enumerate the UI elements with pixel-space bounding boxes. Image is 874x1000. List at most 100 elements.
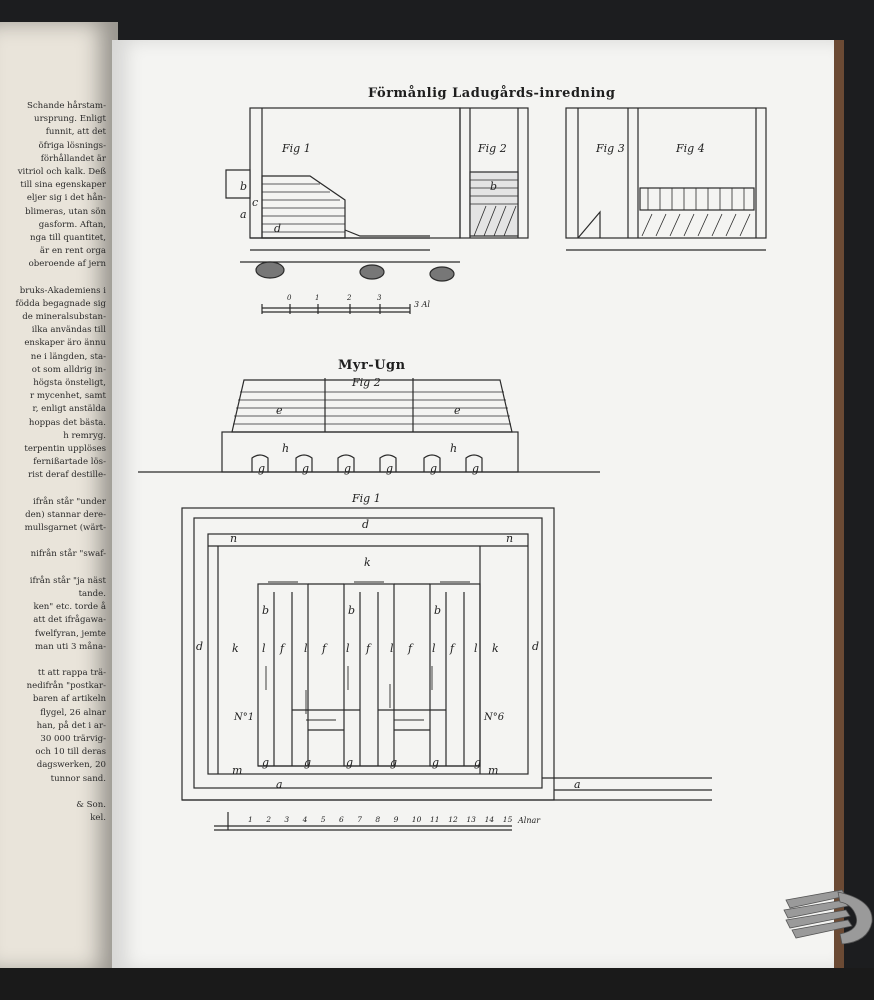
left-page-line: mullsgarnet (wärt- xyxy=(24,523,106,533)
left-page-line: ursprung. Enligt xyxy=(34,114,106,125)
letter-n-left: n xyxy=(230,532,238,545)
letter-f-4: f xyxy=(408,642,413,655)
scale-top-label: 3 Al xyxy=(414,300,430,309)
letter-m-right: m xyxy=(488,764,499,777)
left-page-line: terpentin upplöses xyxy=(24,443,106,454)
left-page-line: han, på det i ar- xyxy=(36,720,106,731)
left-page-line: bruks-Akademiens i xyxy=(19,285,106,296)
left-page-line: 30 000 trärvig- xyxy=(40,734,106,744)
left-page-line: ifrån står "under xyxy=(33,496,106,507)
letter-g-2: g xyxy=(302,462,310,475)
left-page-line: nga till quantitet, xyxy=(30,232,106,243)
letter-g-3: g xyxy=(344,462,352,475)
scale-bottom-tick: 15 xyxy=(502,815,513,824)
fig2-top-frame xyxy=(459,107,529,239)
fig-label-top-1: Fig 1 xyxy=(282,142,311,155)
left-page-line: är en rent orga xyxy=(39,246,106,257)
letter-d-top: d xyxy=(274,222,282,235)
left-page-line: vitriol och kalk. Deß xyxy=(17,166,106,177)
letter-c-top: c xyxy=(252,196,259,209)
letter-l-3: l xyxy=(346,642,350,655)
letter-l-6: l xyxy=(474,642,478,655)
left-page-line: tunnor sand. xyxy=(50,773,106,784)
letter-g-4: g xyxy=(386,462,394,475)
left-page-line: dagswerken, 20 xyxy=(36,760,106,771)
letter-g-plan-1: g xyxy=(262,756,270,769)
letter-b-plan-3: b xyxy=(434,604,442,617)
left-page-line: nifrån står "swaf- xyxy=(30,549,106,560)
left-page-line: ne i längden, sta- xyxy=(30,351,106,362)
letter-f-3: f xyxy=(366,642,371,655)
left-page-line: fernißartade lös- xyxy=(33,457,106,468)
left-page-line: r, enligt anstälda xyxy=(32,404,106,415)
number-left: N°1 xyxy=(234,712,255,723)
fig-label-middle: Fig 2 xyxy=(352,376,381,389)
left-page-line: ifrån står "ja näst xyxy=(29,575,106,586)
letter-n-right: n xyxy=(506,532,514,545)
left-page-line: förhållandet är xyxy=(40,153,106,164)
left-page-line: nedifrån "postkar- xyxy=(26,681,106,692)
letter-k-top: k xyxy=(364,556,371,569)
letter-g-plan-4: g xyxy=(390,756,398,769)
left-page-line: flygel, 26 alnar xyxy=(40,707,106,718)
scale-bottom-tick: 2 xyxy=(266,815,271,824)
left-page-line: de mineralsubstan- xyxy=(22,312,106,322)
left-page-line: blimeras, utan sön xyxy=(25,206,106,217)
scale-bottom-tick: 10 xyxy=(411,815,422,824)
scale-top-tick-0: 0 xyxy=(287,294,292,302)
left-page-line: tt att rappa trä- xyxy=(37,668,106,679)
letter-b-top: b xyxy=(240,180,248,193)
letter-l-4: l xyxy=(390,642,394,655)
left-page-line: enskaper äro ännu xyxy=(24,338,106,349)
fig-label-top-3: Fig 3 xyxy=(596,142,625,155)
scale-bottom-tick: 9 xyxy=(393,815,399,824)
letter-g-plan-5: g xyxy=(432,756,440,769)
left-page-line: kel. xyxy=(90,813,106,824)
fig1-frame xyxy=(249,107,461,239)
scale-bottom-tick: 1 xyxy=(248,815,253,824)
left-page-line: och 10 till deras xyxy=(35,747,106,758)
letter-h-right: h xyxy=(450,442,458,455)
left-page-line: ken" etc. torde å xyxy=(33,602,106,613)
left-page-line: baren af artikeln xyxy=(32,694,106,705)
letter-b-plan-1: b xyxy=(262,604,270,617)
left-page-line: & Son. xyxy=(76,799,106,810)
letter-d-right: d xyxy=(532,640,540,653)
left-page-line: att det ifrågawa- xyxy=(33,615,106,626)
left-page-line: h remryg. xyxy=(63,430,106,441)
letter-g-plan-2: g xyxy=(304,756,312,769)
letter-g-plan-6: g xyxy=(474,756,482,769)
letter-e-left: e xyxy=(276,404,283,417)
letter-e-right: e xyxy=(454,404,461,417)
letter-f-2: f xyxy=(322,642,327,655)
scale-bottom-tick: 4 xyxy=(302,815,308,824)
left-page-line: funnit, att det xyxy=(45,127,106,138)
letter-g-6: g xyxy=(472,462,480,475)
scale-bottom-tick: 3 xyxy=(284,815,290,824)
left-page-line: fwelfyran, jemte xyxy=(34,628,106,639)
fig-label-top-4: Fig 4 xyxy=(676,142,705,155)
letter-m-left: m xyxy=(232,764,243,777)
scale-bottom-tick: 6 xyxy=(339,815,344,824)
letter-a-top: a xyxy=(240,208,247,221)
left-page-line: oberoende af jern xyxy=(28,259,106,270)
left-page-line: tande. xyxy=(78,588,106,599)
fig3-fig4-frame xyxy=(565,107,767,239)
left-page-line: den) stannar dere- xyxy=(25,509,106,520)
letter-f-5: f xyxy=(450,642,455,655)
plate-title-top: Förmånlig Ladugårds-inredning xyxy=(368,86,616,101)
letter-d-plan-top: d xyxy=(362,518,370,531)
number-right: N°6 xyxy=(484,712,505,723)
left-page-line: ilka användas till xyxy=(31,325,106,336)
scale-top-tick-1: 1 xyxy=(315,294,320,302)
letter-k-right: k xyxy=(492,642,499,655)
letter-b-fig2: b xyxy=(490,180,498,193)
scale-bottom-tick: 12 xyxy=(448,815,458,824)
fork-icon xyxy=(783,889,873,945)
letter-d-left: d xyxy=(196,640,204,653)
letter-a-plan-right: a xyxy=(574,778,581,791)
scale-bottom-tick: 13 xyxy=(466,815,476,824)
